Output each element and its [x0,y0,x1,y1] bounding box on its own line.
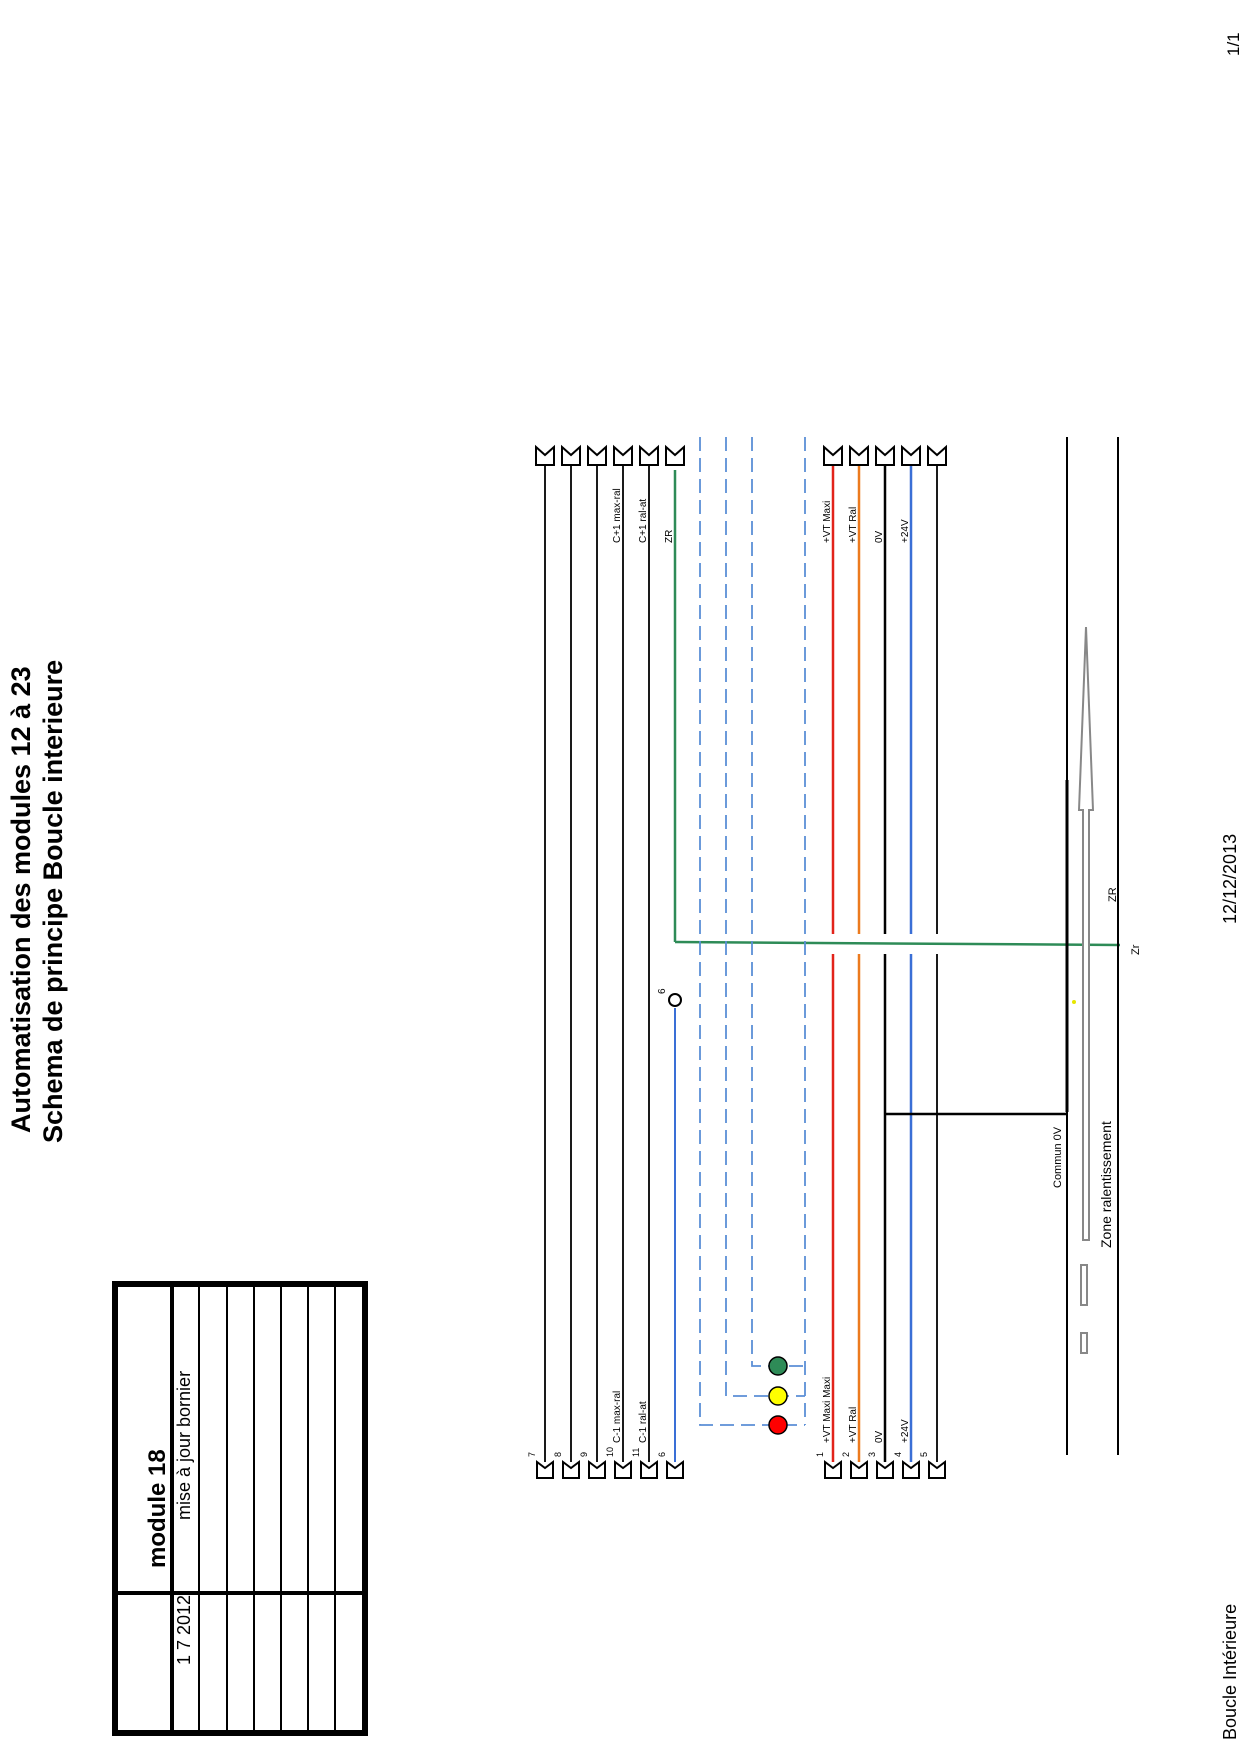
top-terminal-label: 0V [874,530,885,543]
bottom-terminal-number: 3 [867,1452,877,1457]
bottom-terminal-connector [666,1460,684,1479]
top-terminal-connector [561,444,581,466]
zr-link-green [674,940,1121,947]
bottom-terminal-connector [902,1460,920,1479]
bottom-terminal-number: 11 [631,1448,641,1457]
bottom-terminal-number: 9 [579,1452,589,1457]
bottom-terminal-connector [614,1460,632,1479]
top-terminal-label: +24V [900,519,911,543]
top-terminal-connector [823,444,843,466]
top-terminal-label: +VT Ral [848,507,859,543]
bottom-terminal-number: 8 [553,1452,563,1457]
slowdown-zone-dash [1080,1332,1088,1354]
top-terminal-connector [535,444,555,466]
bottom-terminal-number: 7 [527,1452,537,1457]
top-terminal-connector [639,444,659,466]
bottom-terminal-number: 1 [815,1452,825,1457]
slowdown-zone-arrow [1077,626,1095,1241]
top-terminal-connector [665,444,685,466]
top-terminal-label: C+1 ral-at [638,499,649,543]
track-layer [1065,437,1119,1455]
dashed-line-yellow [725,437,805,1397]
signal-red-light [768,1415,788,1435]
terminals-layer [535,444,947,1479]
bottom-terminal-number: 2 [841,1452,851,1457]
bottom-terminal-label: +VT Maxi Maxi [822,1377,833,1443]
wires-layer [544,437,1121,1462]
top-terminal-connector [849,444,869,466]
top-terminal-connector [875,444,895,466]
top-terminal-connector [927,444,947,466]
bottom-terminal-label: C-1 max-ral [612,1391,623,1443]
bottom-terminal-label: +VT Ral [848,1407,859,1443]
bottom-terminal-label: C-1 ral-at [638,1401,649,1443]
bottom-terminal-connector [850,1460,868,1479]
top-terminal-connector [587,444,607,466]
top-terminal-connector [613,444,633,466]
junction-label: 6 [657,988,668,994]
bottom-terminal-number: 6 [657,1452,667,1457]
bottom-terminal-connector [640,1460,658,1479]
dashed-line-green [751,437,805,1367]
top-terminal-label: ZR [664,530,675,543]
zr-small-label: Zr [1130,944,1142,955]
bottom-terminal-connector [876,1460,894,1479]
bottom-terminal-number: 4 [893,1452,903,1457]
bottom-terminal-number: 10 [605,1447,615,1457]
bottom-terminal-label: +24V [900,1419,911,1443]
bottom-terminal-label: 0V [874,1430,885,1443]
yellow-dot-marker [1072,1000,1076,1004]
top-terminal-connector [901,444,921,466]
top-terminal-label: C+1 max-ral [612,488,623,543]
commun-0v-label: Commun 0V [1052,1126,1064,1188]
bottom-terminal-connector [928,1460,946,1479]
signals-layer [768,1356,788,1435]
bottom-terminal-connector [588,1460,606,1479]
signal-green-light [768,1356,788,1376]
slowdown-zone-dash [1080,1264,1088,1306]
top-terminal-label: +VT Maxi [822,501,833,543]
signal-yellow-light [768,1386,788,1406]
bottom-terminal-connector [562,1460,580,1479]
slowdown-zone-label: Zone ralentissement [1098,1121,1114,1248]
junction-circle [668,993,682,1007]
bottom-terminal-number: 5 [919,1452,929,1457]
bottom-terminal-connector [536,1460,554,1479]
zr-track-label: ZR [1107,887,1119,902]
bottom-terminal-connector [824,1460,842,1479]
